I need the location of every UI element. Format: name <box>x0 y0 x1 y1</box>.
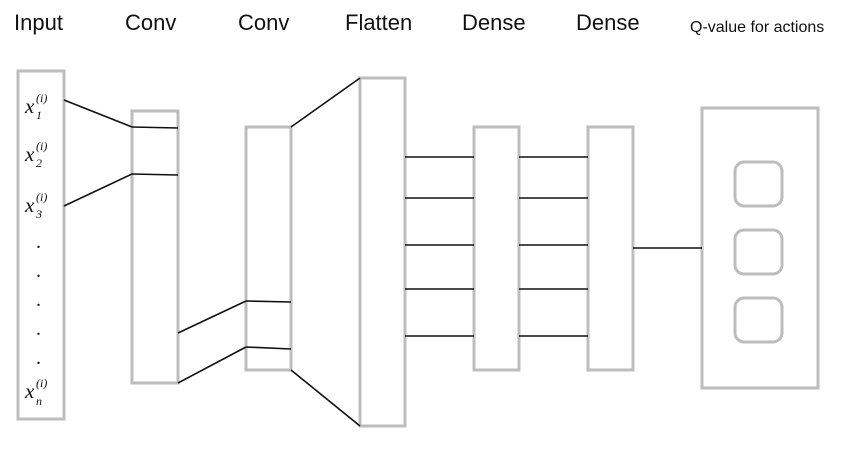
svg-text:x: x <box>24 193 35 217</box>
svg-text:.: . <box>36 260 41 282</box>
svg-text:.: . <box>36 289 41 311</box>
q-value-node-3 <box>733 296 784 344</box>
svg-text:(i): (i) <box>36 190 47 204</box>
header-conv-2: Conv <box>238 10 290 35</box>
svg-text:(i): (i) <box>36 139 47 153</box>
conv2-window-bottom <box>245 346 292 350</box>
svg-text:x: x <box>24 379 35 403</box>
svg-text:2: 2 <box>36 156 42 170</box>
header-flatten: Flatten <box>345 10 413 35</box>
input-xn: x n (i) <box>24 376 47 408</box>
svg-text:1: 1 <box>36 108 42 122</box>
conv1-window-bottom <box>131 173 179 176</box>
q-value-node-2 <box>733 228 784 276</box>
header-dense-1: Dense <box>462 10 526 35</box>
input-x3: x 3 (i) <box>24 190 47 221</box>
conv1-window-top <box>131 126 179 129</box>
dense1-layer-box <box>472 125 521 372</box>
svg-text:3: 3 <box>35 207 42 221</box>
input-x1: x 1 (i) <box>24 91 47 122</box>
svg-text:.: . <box>36 347 41 369</box>
input-ellipsis: . . . . . <box>36 231 41 369</box>
edge-input-conv1-bottom <box>63 173 133 207</box>
flatten-layer-box <box>358 76 407 428</box>
input-x2: x 2 (i) <box>24 139 47 170</box>
svg-text:(i): (i) <box>36 376 47 390</box>
header-q-values: Q-value for actions <box>690 19 825 36</box>
edge-conv2-flatten-bottom <box>290 369 361 427</box>
dense2-layer-box <box>586 125 635 372</box>
conv2-window-top <box>245 300 292 303</box>
svg-text:n: n <box>36 394 42 408</box>
edge-conv1-conv2-bottom <box>177 346 247 384</box>
edge-conv1-conv2-top <box>177 300 247 334</box>
conv2-layer-box <box>244 125 293 372</box>
header-input: Input <box>14 10 63 35</box>
output-layer-box <box>700 106 820 390</box>
header-conv-1: Conv <box>125 10 177 35</box>
edge-input-conv1-top <box>63 99 133 128</box>
svg-text:(i): (i) <box>36 91 47 105</box>
svg-text:x: x <box>24 142 35 166</box>
svg-text:.: . <box>36 318 41 340</box>
input-layer-box <box>16 69 66 421</box>
edge-conv2-flatten-top <box>290 77 361 128</box>
svg-text:.: . <box>36 231 41 253</box>
header-dense-2: Dense <box>576 10 640 35</box>
svg-text:x: x <box>24 94 35 118</box>
q-value-node-1 <box>733 160 784 208</box>
conv1-layer-box <box>130 109 180 385</box>
